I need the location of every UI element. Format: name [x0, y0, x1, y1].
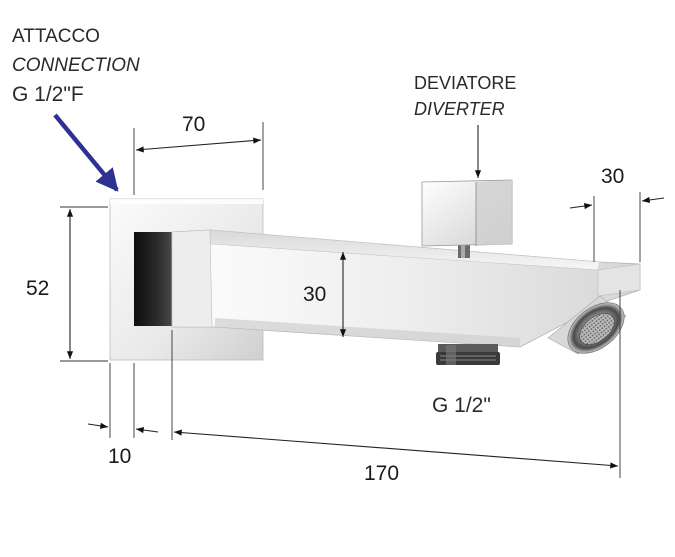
dim-plate-height: 52 — [26, 277, 49, 300]
dim-spout-length: 170 — [364, 462, 399, 485]
diverter-label-it: DEVIATORE — [414, 73, 516, 93]
connection-pointer-arrow — [53, 113, 119, 192]
outlet-thread-connector — [436, 344, 500, 365]
outlet-thread-label: G 1/2" — [432, 394, 491, 417]
connection-label-en: CONNECTION — [12, 55, 140, 76]
dimension-lines — [60, 122, 665, 478]
dim-line-outlet-length-right — [641, 196, 665, 204]
diverter-knob — [421, 179, 513, 258]
dim-spout-height: 30 — [303, 283, 326, 306]
dim-line-plate-width — [135, 137, 262, 153]
wall-plate-side — [134, 232, 172, 326]
dim-plate-width: 70 — [182, 113, 205, 136]
diverter-label-en: DIVERTER — [414, 99, 505, 119]
connection-thread-label: G 1/2"F — [12, 83, 84, 106]
connection-label-it: ATTACCO — [12, 26, 100, 47]
dim-line-spout-length — [173, 429, 619, 469]
dim-line-outlet-length-left — [569, 202, 593, 210]
dim-plate-depth: 10 — [108, 445, 131, 468]
dim-outlet-length: 30 — [601, 165, 624, 188]
aerator-outlet — [547, 295, 627, 355]
labels: ATTACCO CONNECTION G 1/2"F DEVIATORE DIV… — [12, 26, 624, 485]
dim-line-plate-depth-left — [87, 422, 109, 429]
dim-line-plate-depth-right — [135, 426, 159, 434]
spout-product — [109, 179, 641, 365]
